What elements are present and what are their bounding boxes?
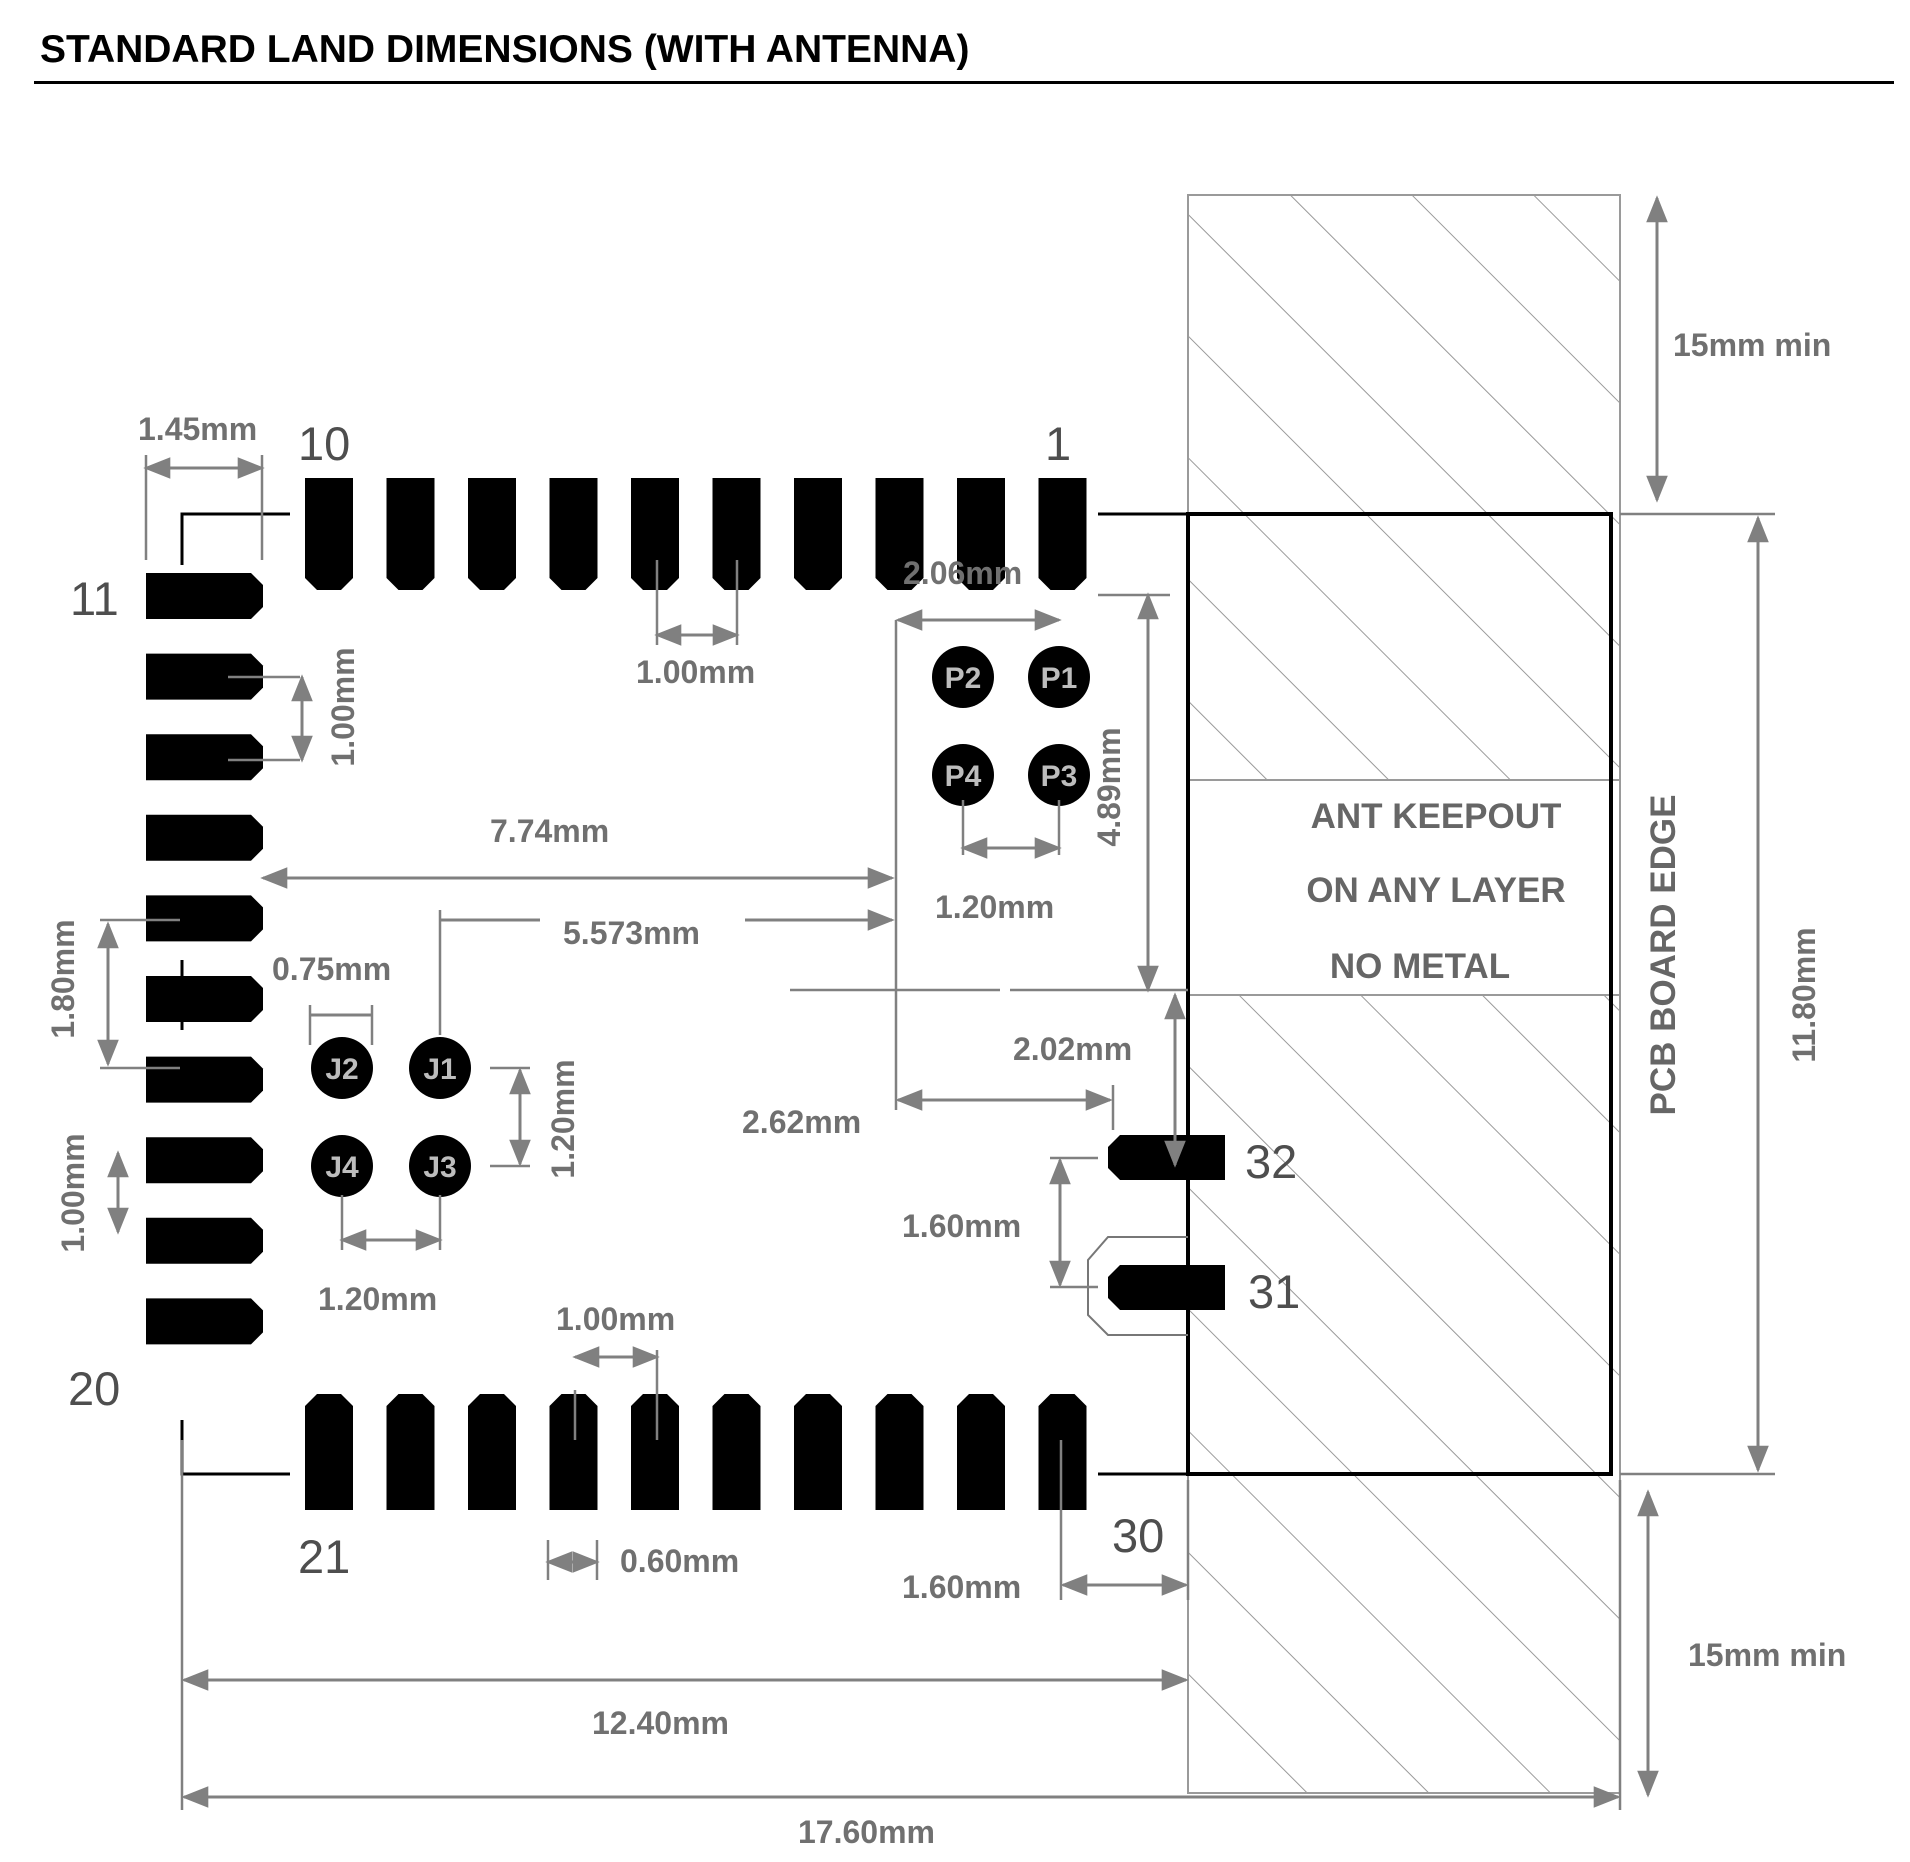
dim-bottom-pitch: 1.00mm xyxy=(556,1301,675,1337)
dim-bottom-right-offset: 1.60mm xyxy=(902,1569,1021,1605)
dim-j-horiz: 1.20mm xyxy=(318,1281,437,1317)
left-pad-11 xyxy=(146,573,263,619)
page-title: STANDARD LAND DIMENSIONS (WITH ANTENNA) xyxy=(40,28,970,71)
thermal-pads: P2 P1 P4 P3 J2 J1 J4 J3 xyxy=(311,646,1090,1197)
top-pad-3 xyxy=(875,478,924,590)
dim-keepout-width: 11.80mm xyxy=(1786,927,1822,1062)
pad-j1-label: J1 xyxy=(423,1053,456,1086)
dim-right-pad-offset: 2.02mm xyxy=(1013,1031,1132,1067)
left-pad-column xyxy=(146,573,263,1345)
left-pad-16 xyxy=(146,976,263,1022)
pad-j4-label: J4 xyxy=(325,1151,359,1184)
dim-j-pad-size: 0.75mm xyxy=(272,951,391,987)
keepout-text: ANT KEEPOUT ON ANY LAYER NO METAL PCB BO… xyxy=(1306,795,1683,1116)
dim-left-gap: 1.80mm xyxy=(45,919,81,1038)
top-pad-7 xyxy=(549,478,598,590)
pad-31 xyxy=(1108,1265,1225,1310)
pin-20-label: 20 xyxy=(68,1362,120,1415)
pad-p3-label: P3 xyxy=(1041,760,1078,793)
bottom-pad-29 xyxy=(957,1394,1005,1510)
dim-left-pitch-2: 1.00mm xyxy=(55,1133,91,1252)
bottom-pad-25 xyxy=(631,1394,679,1510)
pcb-board-edge-label: PCB BOARD EDGE xyxy=(1644,795,1683,1116)
left-pad-20 xyxy=(146,1298,263,1345)
dim-corner-pad-width: 1.45mm xyxy=(138,411,257,447)
dim-top-group-height: 4.89mm xyxy=(1091,727,1127,846)
pin-10-label: 10 xyxy=(298,417,350,470)
keepout-line-3: NO METAL xyxy=(1330,947,1510,986)
dim-left-offset: 7.74mm xyxy=(490,813,609,849)
dim-j-offset: 5.573mm xyxy=(563,915,700,951)
dim-top-pitch: 1.00mm xyxy=(636,654,755,690)
bottom-pad-26 xyxy=(712,1394,761,1510)
bottom-pad-row xyxy=(305,1394,1087,1510)
left-pad-19 xyxy=(146,1217,263,1264)
top-pad-4 xyxy=(794,478,842,590)
dim-j-vert: 1.20mm xyxy=(545,1059,581,1178)
dim-right-group-offset: 2.62mm xyxy=(742,1104,861,1140)
left-pad-13 xyxy=(146,734,263,781)
bottom-pad-23 xyxy=(468,1394,516,1510)
pin-21-label: 21 xyxy=(298,1530,350,1583)
pin-labels: 1 10 11 20 21 30 31 32 xyxy=(68,417,1300,1583)
pin-1-label: 1 xyxy=(1045,417,1071,470)
title-rule xyxy=(34,81,1894,84)
dimension-labels: 15mm min 15mm min 11.80mm 1.45mm 1.00mm … xyxy=(45,327,1846,1850)
top-pad-2 xyxy=(957,478,1005,590)
dim-top-group-spacing: 1.20mm xyxy=(935,889,1054,925)
pin-31-label: 31 xyxy=(1248,1265,1300,1318)
pin-30-label: 30 xyxy=(1112,1509,1164,1562)
pin-32-label: 32 xyxy=(1245,1135,1297,1188)
bottom-pad-22 xyxy=(386,1394,435,1510)
pad-32 xyxy=(1108,1135,1225,1180)
dimension-arrows xyxy=(97,195,1769,1808)
dim-pad-width: 0.60mm xyxy=(620,1543,739,1579)
dim-top-margin: 15mm min xyxy=(1673,327,1831,363)
top-pad-10 xyxy=(305,478,353,590)
top-pad-row xyxy=(305,478,1087,590)
pad-j2-label: J2 xyxy=(325,1053,358,1086)
left-pad-14 xyxy=(146,814,263,861)
bottom-pad-30 xyxy=(1038,1394,1087,1510)
keepout-line-1: ANT KEEPOUT xyxy=(1311,797,1562,836)
top-pad-9 xyxy=(386,478,435,590)
keepout-line-2: ON ANY LAYER xyxy=(1306,871,1565,910)
dim-bottom-margin: 15mm min xyxy=(1688,1637,1846,1673)
top-pad-6 xyxy=(631,478,679,590)
dim-right-pitch: 1.60mm xyxy=(902,1208,1021,1244)
pad-p1-label: P1 xyxy=(1041,662,1078,695)
bottom-pad-24 xyxy=(549,1394,598,1510)
bottom-pad-21 xyxy=(305,1394,353,1510)
pad-p4-label: P4 xyxy=(945,760,982,793)
left-pad-15 xyxy=(146,895,263,942)
dim-left-pitch: 1.00mm xyxy=(325,647,361,766)
left-pad-18 xyxy=(146,1137,263,1184)
left-pad-12 xyxy=(146,653,263,700)
keepout-hatch xyxy=(1187,194,1621,1794)
top-pad-8 xyxy=(468,478,516,590)
dim-total-width: 17.60mm xyxy=(798,1814,935,1850)
pin-11-label: 11 xyxy=(70,572,119,625)
top-pad-1 xyxy=(1038,478,1087,590)
bottom-pad-27 xyxy=(794,1394,842,1510)
pad-p2-label: P2 xyxy=(945,662,982,695)
left-pad-17 xyxy=(146,1056,263,1103)
dim-module-width: 12.40mm xyxy=(592,1705,729,1741)
top-pad-5 xyxy=(712,478,761,590)
pad-j3-label: J3 xyxy=(423,1151,456,1184)
bottom-pad-28 xyxy=(875,1394,924,1510)
dim-top-group-pitch: 2.06mm xyxy=(903,555,1022,591)
